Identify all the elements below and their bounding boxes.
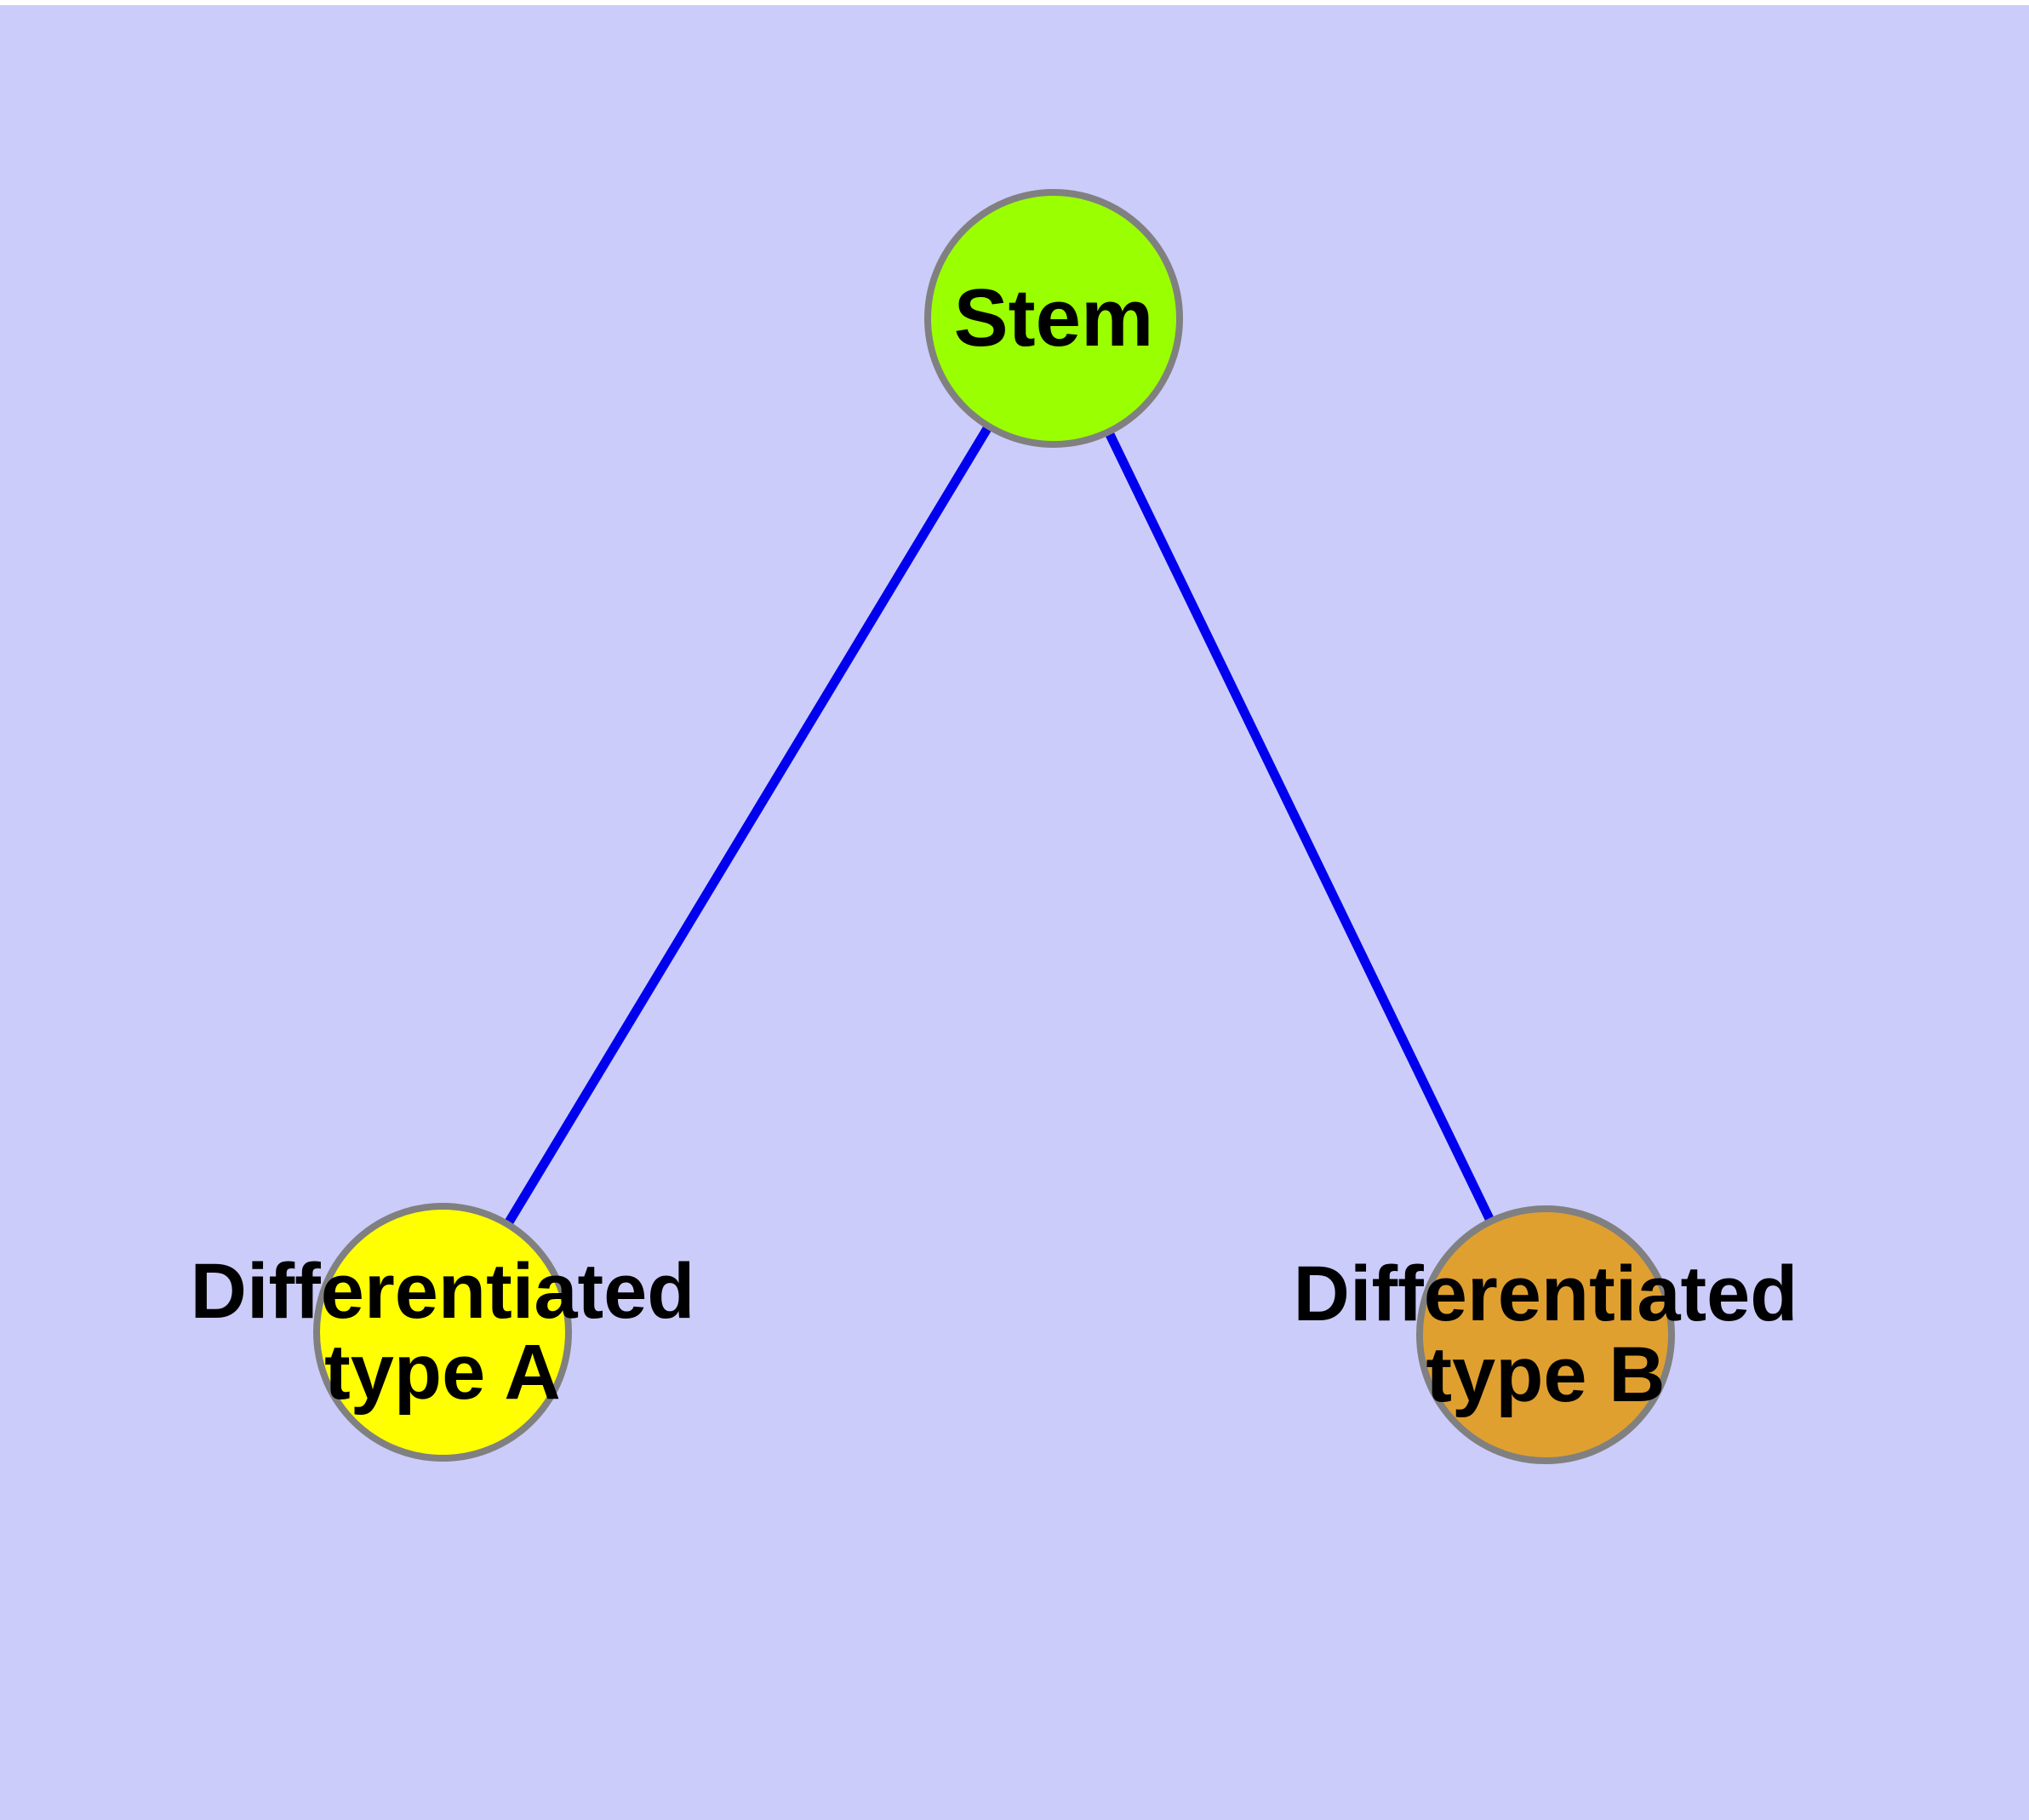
node-layer bbox=[313, 189, 1675, 1464]
edge-stem-to-differentiated-type-a[interactable] bbox=[438, 316, 1058, 1335]
node-differentiated-type-a[interactable] bbox=[313, 1203, 572, 1462]
edge-layer bbox=[438, 316, 1550, 1337]
node-differentiated-type-b[interactable] bbox=[1416, 1205, 1675, 1464]
edge-stem-to-differentiated-type-b[interactable] bbox=[1049, 316, 1550, 1337]
node-stem[interactable] bbox=[924, 189, 1183, 448]
